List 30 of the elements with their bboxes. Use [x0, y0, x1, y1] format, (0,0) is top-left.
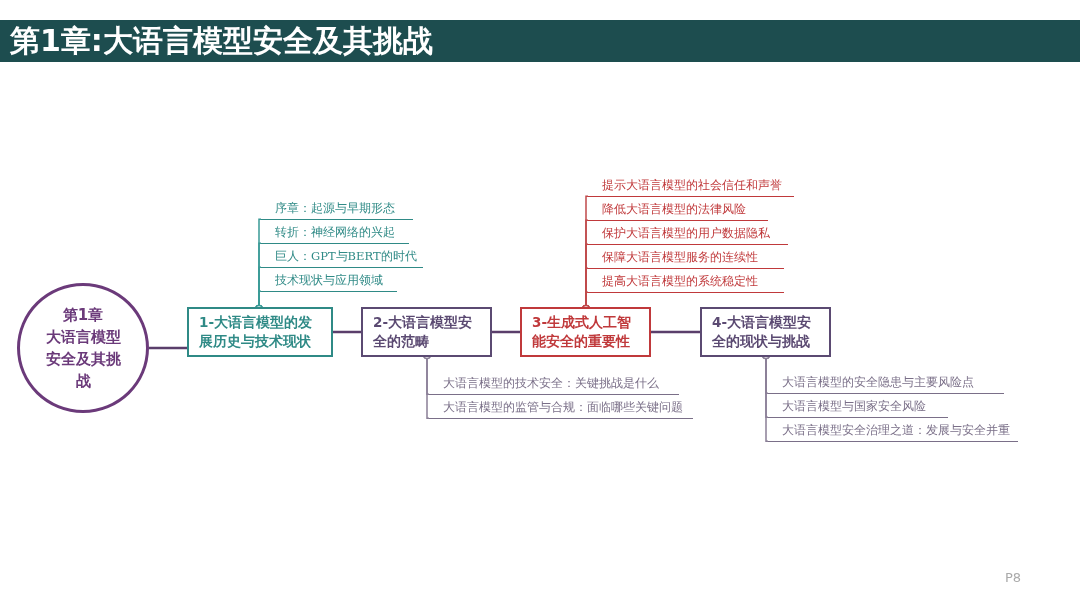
- page-number: P8: [1005, 570, 1022, 585]
- topic-box: [520, 307, 651, 357]
- chapter-label: 第1章: [62, 305, 104, 326]
- connector-line: [149, 346, 187, 350]
- node-text: 大语言模型的安全隐患与主要风险点: [782, 375, 974, 389]
- node-text: 转折：神经网络的兴起: [275, 225, 395, 239]
- node-text: 1-大语言模型的发展历史与技术现状: [199, 313, 313, 351]
- topic-box: [700, 307, 831, 357]
- node-text: 大语言模型安全治理之道：发展与安全并重: [782, 423, 1010, 437]
- node-text: 序章：起源与早期形态: [275, 201, 395, 215]
- connector-line: [651, 330, 700, 334]
- node-text: 提高大语言模型的系统稳定性: [602, 274, 758, 288]
- topic-box: [187, 307, 333, 357]
- node-text: 4-大语言模型安全的现状与挑战: [712, 313, 812, 351]
- node-text: 保护大语言模型的用户数据隐私: [602, 226, 770, 240]
- slide-title: 第1章:大语言模型安全及其挑战: [0, 20, 1080, 62]
- connector-line: [333, 330, 361, 334]
- topic-box: [361, 307, 492, 357]
- node-text: 提示大语言模型的社会信任和声誉: [602, 178, 782, 192]
- node-text: 大语言模型的技术安全：关键挑战是什么: [443, 376, 659, 390]
- node-text: 大语言模型与国家安全风险: [782, 399, 926, 413]
- node-text: 大语言模型的监管与合规：面临哪些关键问题: [443, 400, 683, 414]
- node-text: 降低大语言模型的法律风险: [602, 202, 746, 216]
- node-text: 3-生成式人工智能安全的重要性: [532, 313, 632, 351]
- connector-line: [492, 330, 520, 334]
- node-text: 技术现状与应用领域: [275, 273, 383, 287]
- node-text: 巨人：GPT与BERT的时代: [275, 249, 417, 263]
- node-text: 保障大语言模型服务的连续性: [602, 250, 758, 264]
- node-text: 大语言模型安全及其挑战: [44, 327, 122, 392]
- node-text: 2-大语言模型安全的范畴: [373, 313, 473, 351]
